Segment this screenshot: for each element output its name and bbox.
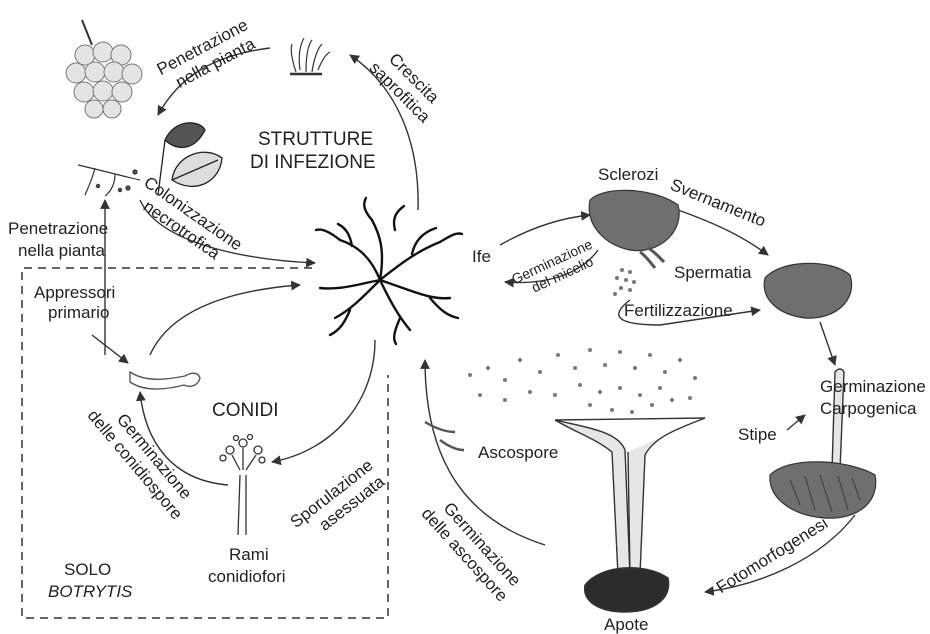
sporulazione-label: Sporulazione asessuata xyxy=(287,456,389,548)
label-solo: SOLO xyxy=(64,560,111,579)
label-fertilizzazione: Fertilizzazione xyxy=(624,301,733,320)
saprophyte-tuft-icon xyxy=(290,38,330,74)
label-primario: primario xyxy=(48,303,109,322)
mycelium-icon xyxy=(316,198,462,344)
label-fotomorfogenesi: Fotomorfogenesi xyxy=(713,513,831,597)
label-sclerozi: Sclerozi xyxy=(598,165,658,184)
label-infezione: DI INFEZIONE xyxy=(250,152,376,173)
label-conidi: CONIDI xyxy=(212,400,279,421)
label-penetrazione-left-2: nella pianta xyxy=(18,241,106,260)
grape-cluster-icon xyxy=(66,20,142,118)
appressorium-icon xyxy=(130,372,200,389)
label-strutture: STRUTTURE xyxy=(258,129,373,150)
label-botrytis: BOTRYTIS xyxy=(48,582,133,601)
germ-micelio-label: Germinazione del micelio xyxy=(509,236,602,302)
label-ife: Ife xyxy=(472,247,491,266)
sclerotium-icon xyxy=(589,190,679,250)
cycle-arrows xyxy=(92,48,855,592)
label-rami: Rami xyxy=(229,545,269,564)
label-germ-carpo-1: Germinazione xyxy=(820,377,926,396)
spermatia-icon xyxy=(613,248,664,296)
label-germ-carpo-2: Carpogenica xyxy=(820,399,917,418)
penetration-top-label: Penetrazione nella pianta xyxy=(154,15,261,96)
label-ascospore: Ascospore xyxy=(478,443,558,462)
twig-icon xyxy=(78,165,140,196)
sclerotium-icon xyxy=(764,263,851,318)
label-stipe: Stipe xyxy=(738,425,777,444)
ascospore-icon xyxy=(425,348,697,450)
label-appressori: Appressori xyxy=(34,283,115,302)
germ-conidiospore-label: Germinazione delle conidiospore xyxy=(84,393,202,523)
fotomorfogenesi-label: Fotomorfogenesi xyxy=(713,513,831,597)
crescita-label: Crescita saprofitica xyxy=(366,44,449,127)
label-apote: Apote xyxy=(604,615,648,634)
label-conidiofori: conidiofori xyxy=(208,567,286,586)
label-svernamento: Svernamento xyxy=(668,175,769,230)
apothecium-icon xyxy=(555,418,705,612)
svernamento-label: Svernamento xyxy=(668,175,769,230)
label-spermatia: Spermatia xyxy=(674,263,752,282)
colonizzazione-label: Colonizzazione necrotrofica xyxy=(129,173,246,271)
germ-ascospore-label: Germinazione delle ascospore xyxy=(418,491,527,606)
label-penetrazione-left-1: Penetrazione xyxy=(8,219,108,238)
